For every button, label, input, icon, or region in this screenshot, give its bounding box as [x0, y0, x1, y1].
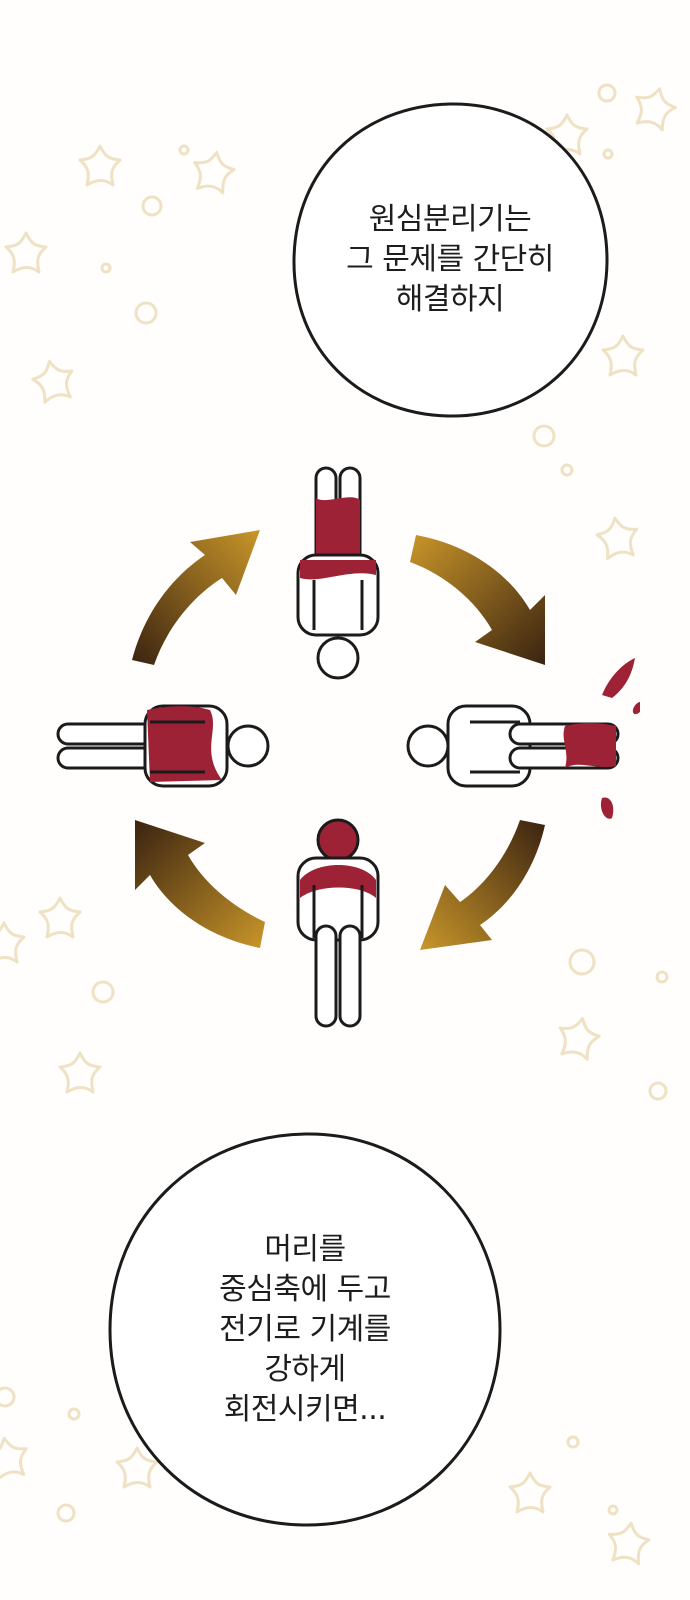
curved-arrow-icon	[420, 820, 545, 950]
star-decoration-icon	[58, 1051, 102, 1094]
bubble-outline	[108, 1132, 502, 1527]
bubble-line: 중심축에 두고	[219, 1272, 391, 1307]
bubble-outline	[292, 102, 609, 418]
curved-arrow-icon	[135, 820, 265, 948]
bubble-text: 머리를 중심축에 두고 전기로 기계를 강하게 회전시키면...	[219, 1230, 391, 1430]
bubble-line: 전기로 기계를	[219, 1312, 391, 1347]
speech-bubble-bottom: 머리를 중심축에 두고 전기로 기계를 강하게 회전시키면...	[105, 1130, 505, 1530]
star-decoration-icon	[4, 231, 48, 274]
bubble-line: 머리를	[264, 1232, 346, 1267]
human-figure-icon	[296, 818, 380, 1028]
bubble-line: 그 문제를 간단히	[346, 242, 554, 277]
bubble-line: 회전시키면...	[223, 1392, 387, 1427]
bubble-text: 원심분리기는 그 문제를 간단히 해결하지	[346, 200, 554, 320]
star-decoration-icon	[508, 1471, 552, 1514]
star-decoration-icon	[0, 921, 26, 964]
star-decoration-icon	[0, 1433, 33, 1482]
bubble-line: 원심분리기는	[368, 202, 532, 237]
human-figure-icon	[296, 466, 380, 680]
speech-bubble-top: 원심분리기는 그 문제를 간단히 해결하지	[290, 100, 610, 420]
star-decoration-icon	[28, 355, 79, 406]
human-figure-icon	[56, 704, 270, 788]
curved-arrow-icon	[410, 535, 545, 665]
curved-arrow-icon	[132, 530, 260, 665]
bubble-line: 해결하지	[395, 282, 505, 317]
centrifuge-diagram	[56, 466, 640, 1028]
star-decoration-icon	[78, 144, 122, 187]
human-figure-icon	[406, 704, 620, 788]
star-decoration-icon	[604, 1518, 653, 1567]
bubble-line: 강하게	[264, 1352, 346, 1387]
star-decoration-icon	[628, 82, 681, 134]
star-decoration-icon	[188, 147, 239, 196]
blood-splash-icon	[600, 658, 640, 819]
